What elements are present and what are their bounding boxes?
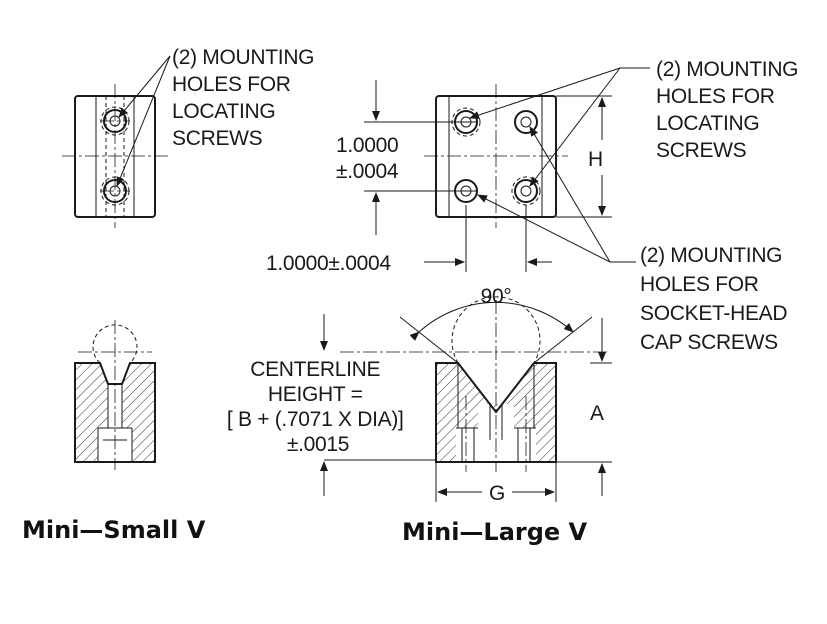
small-leader-bottom <box>116 55 171 187</box>
small-v-hole-top <box>100 106 130 136</box>
vertical-spacing-label: 1.0000 ±.0004 <box>336 134 404 183</box>
small-v-section-view <box>74 320 156 470</box>
dimension-g-label: G <box>489 482 505 505</box>
caption-mini-small-v: Mini—Small V <box>22 516 206 544</box>
small-v-hole-bottom <box>100 176 130 206</box>
small-mounting-holes-label: (2) MOUNTING HOLES FOR LOCATING SCREWS <box>172 46 320 150</box>
centerline-height-label: CENTERLINE HEIGHT = [ B + (.7071 X DIA)]… <box>227 358 409 456</box>
small-leader-top <box>118 55 171 118</box>
small-v-top-view <box>62 55 171 228</box>
angle-label: 90° <box>481 285 512 308</box>
caption-mini-large-v: Mini—Large V <box>402 518 588 546</box>
large-locating-holes-label: (2) MOUNTING HOLES FOR LOCATING SCREWS <box>656 58 804 162</box>
large-socket-holes-label: (2) MOUNTING HOLES FOR SOCKET-HEAD CAP S… <box>640 244 793 354</box>
large-v-section-view <box>320 296 612 502</box>
dimension-a-label: A <box>590 402 604 425</box>
dimension-h-label: H <box>588 148 603 171</box>
horizontal-spacing-label: 1.0000±.0004 <box>266 252 391 275</box>
large-v-top-view <box>364 67 650 272</box>
large-v-hole-bottom-right <box>511 176 541 206</box>
large-v-hole-top-right <box>514 110 538 134</box>
